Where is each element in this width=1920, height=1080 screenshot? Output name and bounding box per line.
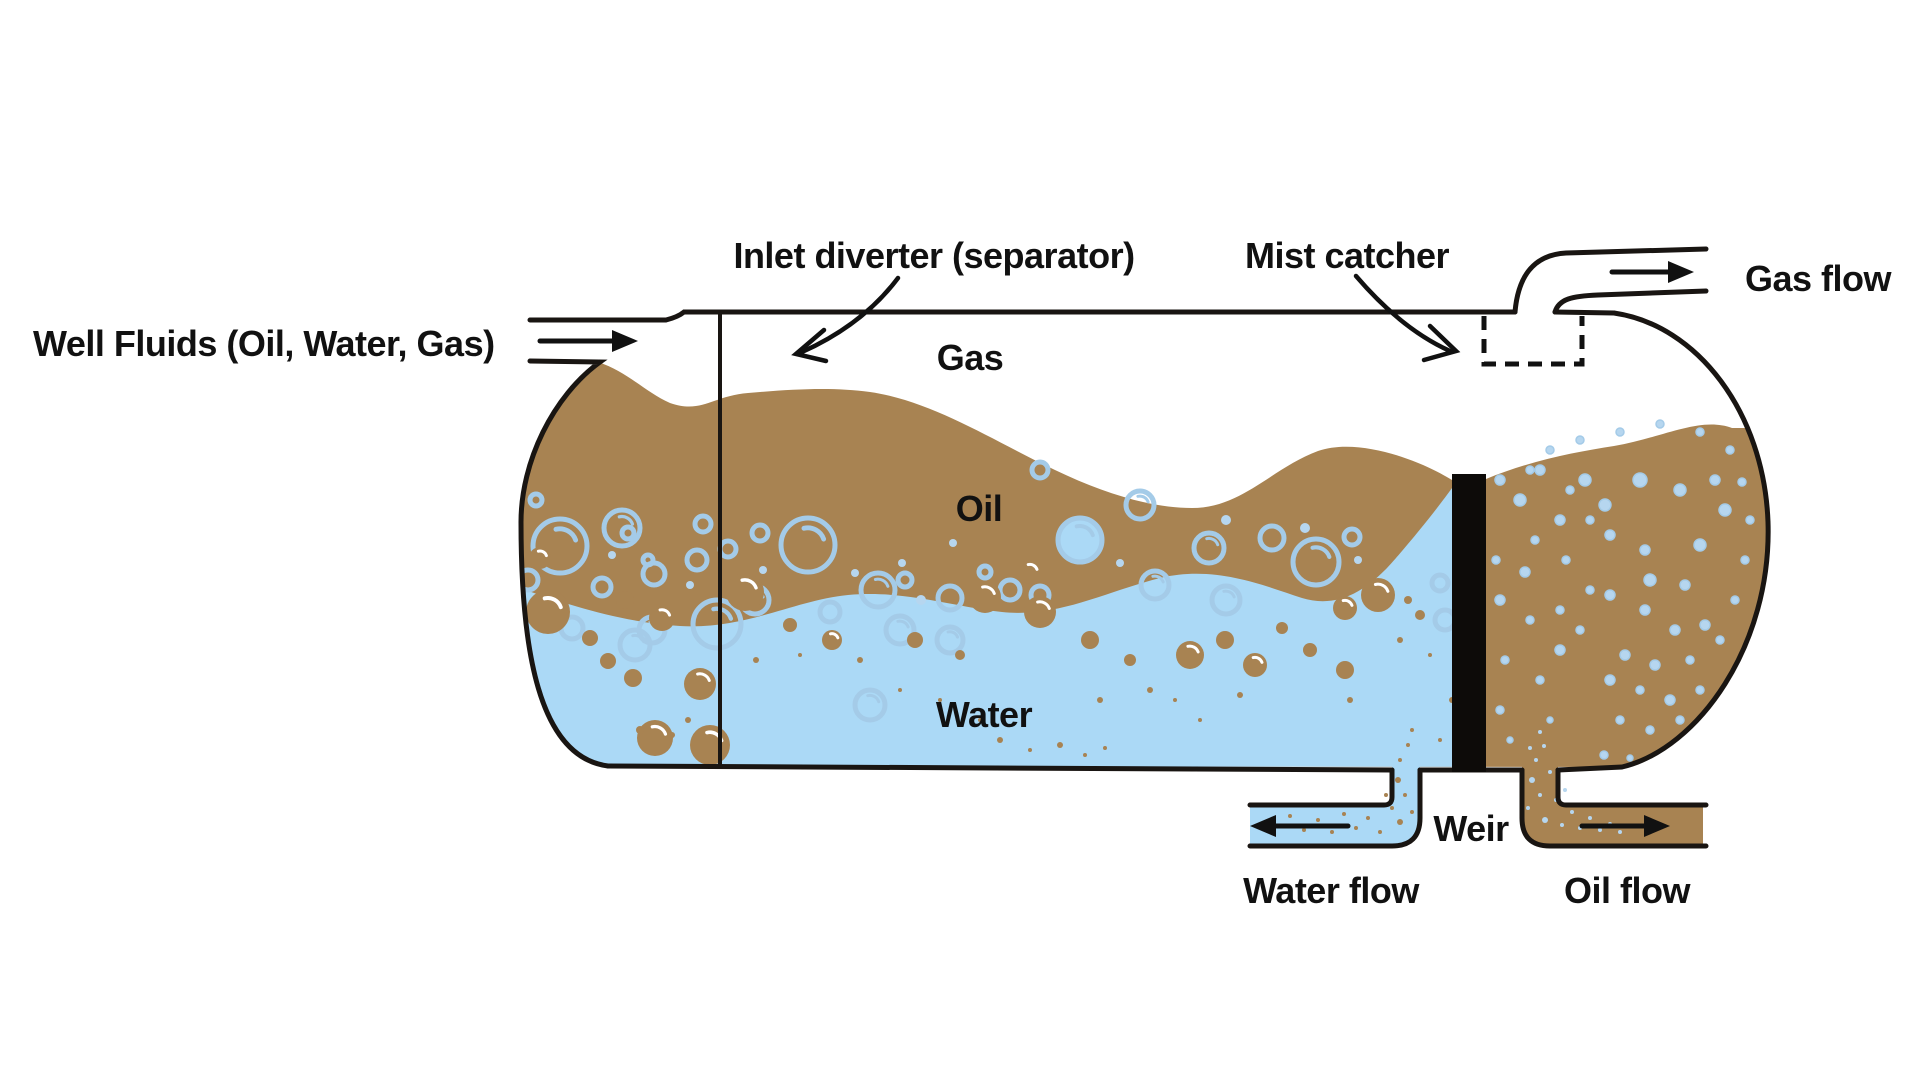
oil-pipe-speckles [1526, 730, 1622, 834]
well-fluids-label: Well Fluids (Oil, Water, Gas) [33, 323, 495, 364]
oil-bubbles [521, 459, 1458, 723]
water-flow-label: Water flow [1243, 870, 1420, 911]
inlet-diverter-annotation-arrow [791, 275, 901, 364]
weir-plate [1452, 474, 1486, 772]
oil-flow-label: Oil flow [1564, 870, 1691, 911]
vessel-outline [518, 246, 1771, 849]
water-oil-droplets [526, 547, 1425, 765]
oil-zone-label: Oil [956, 488, 1003, 529]
inlet-diverter-label: Inlet diverter (separator) [733, 235, 1134, 276]
oil-bubble-dots [608, 515, 1362, 605]
mist-catcher-label: Mist catcher [1245, 235, 1450, 276]
gas-zone-label: Gas [937, 337, 1004, 378]
inlet-flow-arrow [537, 330, 638, 352]
right-chamber-speckles [1491, 419, 1755, 762]
water-flow-arrow [1250, 815, 1351, 837]
water-zone-label: Water [936, 694, 1033, 735]
gas-flow-arrow [1609, 261, 1694, 283]
gas-flow-label: Gas flow [1745, 258, 1893, 299]
oil-right-chamber [1486, 424, 1767, 767]
water-sediment-dots [607, 637, 1455, 757]
water-layer [521, 488, 1452, 767]
mist-catcher-annotation-arrow [1353, 273, 1461, 363]
weir-label: Weir [1433, 808, 1509, 849]
mist-catcher-box [1481, 316, 1585, 367]
oil-flow-arrow [1579, 815, 1670, 837]
